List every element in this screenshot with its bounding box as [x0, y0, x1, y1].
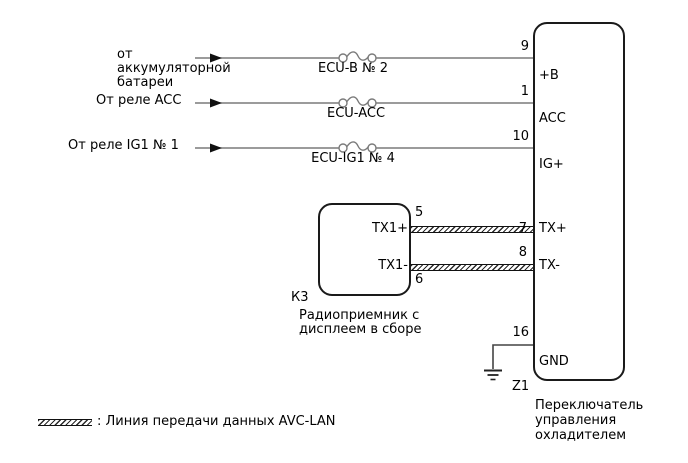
source-battery-line2: аккумуляторной	[117, 61, 231, 76]
z1-pin-label-tx-minus: TX-	[539, 258, 560, 273]
wire-ecu-b	[195, 51, 533, 63]
z1-name: Переключатель управления охладителем	[535, 398, 643, 443]
k3-code: К3	[291, 290, 309, 305]
wire-ecu-acc	[195, 96, 533, 108]
fuse-element	[346, 96, 370, 106]
k3-pin-label-tx1-minus: TX1-	[378, 258, 408, 273]
z1-pin-label-gnd: GND	[539, 354, 569, 369]
fuse-icon	[338, 96, 377, 108]
ground-icon	[484, 344, 533, 381]
source-battery-line1: от	[117, 47, 133, 62]
z1-name-line1: Переключатель	[535, 398, 644, 413]
pin-number-7: 7	[518, 221, 527, 236]
z1-name-line3: охладителем	[535, 428, 627, 443]
source-acc-relay-label: От реле ACC	[96, 93, 182, 108]
z1-pin-label-tx-plus: TX+	[539, 221, 567, 236]
arrow-right-icon	[210, 98, 222, 108]
k3-name: Радиоприемник с дисплеем в сборе	[299, 309, 422, 337]
avclan-line-tx-minus	[411, 264, 533, 271]
pin-number-10: 10	[512, 129, 529, 144]
arrow-right-icon	[210, 53, 222, 63]
fuse-terminal	[338, 53, 348, 63]
z1-pin-label-b-plus: +B	[539, 68, 559, 83]
legend-text: : Линия передачи данных AVC-LAN	[97, 414, 336, 429]
z1-pin-label-ig-plus: IG+	[539, 157, 564, 172]
pin-number-5: 5	[415, 205, 424, 220]
avclan-line-tx-plus	[411, 226, 533, 233]
source-battery-line3: батареи	[117, 75, 174, 90]
k3-name-line2: дисплеем в сборе	[299, 322, 422, 337]
fuse-icon	[338, 141, 377, 153]
z1-code: Z1	[512, 379, 530, 394]
pin-number-1: 1	[520, 84, 529, 99]
pin-number-16: 16	[512, 325, 529, 340]
pin-number-8: 8	[518, 245, 527, 260]
fuse-terminal	[338, 143, 348, 153]
pin-number-9: 9	[520, 39, 529, 54]
z1-name-line2: управления	[535, 413, 617, 428]
fuse-ecu-b-label: ECU-B № 2	[317, 61, 388, 76]
source-battery-label: от аккумуляторной батареи	[117, 48, 231, 90]
ground-wire	[492, 344, 533, 369]
fuse-icon	[338, 51, 377, 63]
k3-connector-box	[318, 203, 411, 296]
fuse-terminal	[338, 98, 348, 108]
arrow-right-icon	[210, 143, 222, 153]
fuse-element	[346, 141, 370, 151]
wire-ecu-ig1	[195, 141, 533, 153]
k3-name-line1: Радиоприемник с	[299, 308, 420, 323]
legend-avclan-sample	[38, 419, 92, 426]
pin-number-6: 6	[415, 272, 424, 287]
fuse-element	[346, 51, 370, 61]
k3-pin-label-tx1-plus: TX1+	[371, 221, 408, 236]
z1-pin-label-acc: ACC	[539, 111, 566, 126]
fuse-ecu-acc-label: ECU-ACC	[326, 106, 386, 121]
source-ig1-relay-label: От реле IG1 № 1	[68, 138, 179, 153]
z1-connector-box	[533, 22, 625, 381]
fuse-ecu-ig1-label: ECU-IG1 № 4	[311, 151, 395, 166]
